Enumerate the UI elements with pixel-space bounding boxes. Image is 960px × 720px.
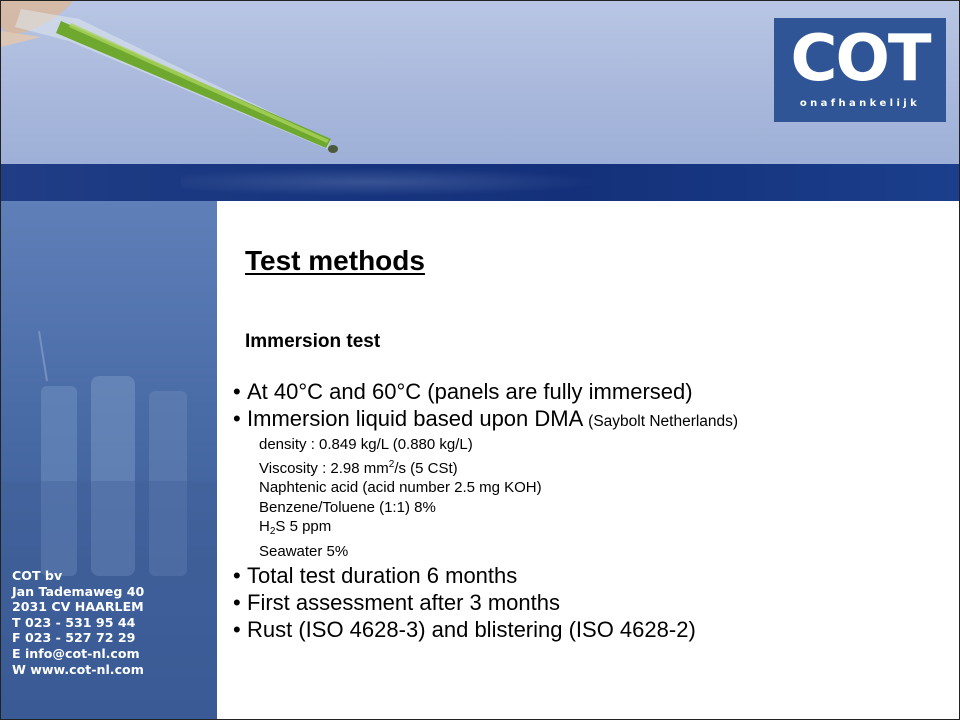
bullet-icon: • (233, 562, 241, 588)
property-line: Viscosity : 2.98 mm2/s (5 CSt) (233, 455, 953, 479)
viscosity-unit: /s (5 CSt) (394, 459, 458, 477)
viscosity-exponent: 2 (388, 458, 395, 470)
cot-logo: COT onafhankelijk (774, 18, 946, 122)
h2s-subscript: 2 (269, 526, 276, 538)
bullet-item: •Rust (ISO 4628-3) and blistering (ISO 4… (233, 616, 953, 643)
benzene-text: Benzene/Toluene (1:1) 8% (259, 498, 436, 516)
property-line: H2S 5 ppm (233, 517, 953, 542)
band-watermark (181, 168, 601, 196)
address-street: Jan Tademaweg 40 (12, 583, 145, 599)
seawater-text: Seawater 5% (259, 542, 349, 560)
bullet-text: Rust (ISO 4628-3) and blistering (ISO 46… (247, 616, 696, 642)
header-banner: COT onafhankelijk (1, 1, 959, 164)
fax-number: F 023 - 527 72 29 (12, 630, 136, 646)
sample-bottles-image (1, 331, 217, 581)
section-subtitle: Immersion test (245, 331, 381, 352)
property-line: density : 0.849 kg/L (0.880 kg/L) (233, 435, 953, 455)
naphtenic-text: Naphtenic acid (acid number 2.5 mg KOH) (259, 479, 542, 497)
cot-logo-letters: COT (790, 22, 933, 88)
bullet-icon: • (233, 379, 241, 404)
h2s-text: S 5 ppm (275, 518, 332, 536)
property-line: Benzene/Toluene (1:1) 8% (233, 498, 953, 518)
density-text: density : 0.849 kg/L (0.880 kg/L) (259, 436, 473, 453)
bullet-text: Immersion liquid based upon DMA (247, 406, 589, 431)
header-band (1, 164, 959, 201)
property-line: Seawater 5% (233, 542, 953, 562)
bullet-text: Total test duration 6 months (247, 562, 518, 588)
bullet-item: •At 40°C and 60°C (panels are fully imme… (233, 378, 953, 405)
bullet-item: •First assessment after 3 months (233, 589, 953, 616)
h2s-h: H (259, 518, 270, 536)
viscosity-text: Viscosity : 2.98 mm (259, 459, 389, 477)
bullet-icon: • (233, 406, 241, 431)
website: W www.cot-nl.com (12, 661, 144, 677)
bullet-item: •Immersion liquid based upon DMA (Saybol… (233, 405, 953, 435)
company-name: COT bv (12, 568, 63, 583)
bullet-note: (Saybolt Netherlands) (588, 413, 739, 430)
pipette-image (1, 1, 338, 153)
contact-block: COT bv Jan Tademaweg 40 2031 CV HAARLEM … (12, 568, 217, 677)
phone-number: T 023 - 531 95 44 (12, 614, 136, 630)
property-line: Naphtenic acid (acid number 2.5 mg KOH) (233, 478, 953, 498)
email-address: E info@cot-nl.com (12, 645, 140, 661)
slide-title: Test methods (245, 245, 425, 276)
bullet-list: •At 40°C and 60°C (panels are fully imme… (233, 378, 953, 643)
logo-tagline: onafhankelijk (799, 98, 921, 109)
sidebar (1, 201, 217, 719)
slide-content: Test methods Immersion test •At 40°C and… (218, 201, 959, 719)
bullet-text: At 40°C and 60°C (panels are fully immer… (247, 379, 693, 404)
bullet-icon: • (233, 616, 241, 642)
bullet-text: First assessment after 3 months (247, 589, 560, 615)
bullet-icon: • (233, 589, 241, 615)
address-city: 2031 CV HAARLEM (12, 599, 144, 615)
bullet-item: •Total test duration 6 months (233, 562, 953, 589)
